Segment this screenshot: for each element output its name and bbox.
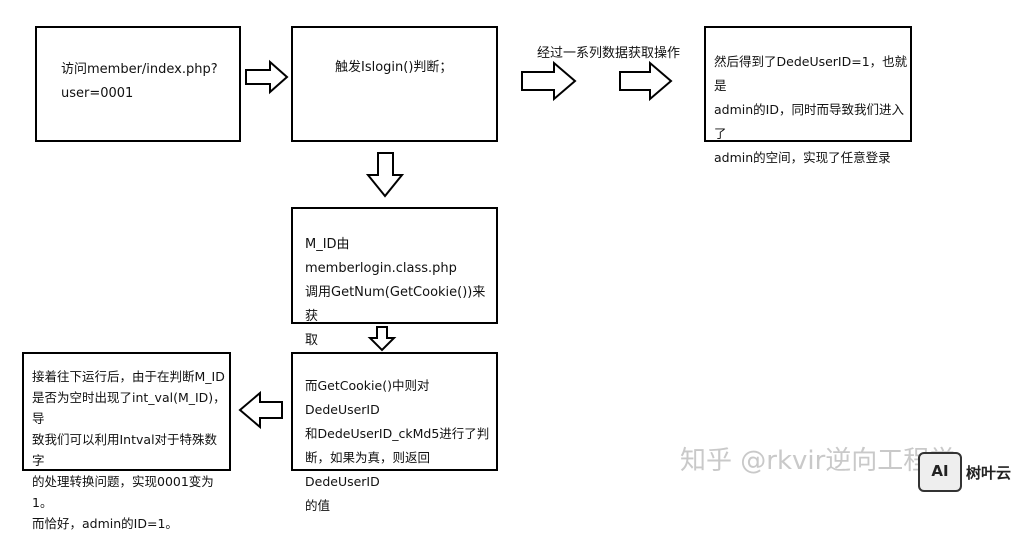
step-trigger-box: 触发Islogin()判断； [291, 26, 498, 142]
arrows-layer [238, 59, 673, 430]
arrow-down-1 [365, 152, 405, 198]
arrow-right-2 [521, 60, 577, 102]
step-getcookie-box: 而GetCookie()中则对DedeUserID 和DedeUserID_ck… [291, 352, 498, 513]
logo-text: 树叶云 [966, 464, 1012, 482]
step-result-box: 然后得到了DedeUserID=1，也就是 admin的ID，同时而导致我们进入… [704, 26, 912, 165]
arrow-right-3 [619, 60, 673, 102]
arrow-left-1 [238, 390, 283, 430]
step-mid-box: M_ID由memberlogin.class.php 调用GetNum(GetC… [291, 207, 498, 348]
step-visit-box: 访问member/index.php? user=0001 [35, 26, 241, 142]
step-trigger-text: 触发Islogin()判断； [335, 60, 453, 75]
edge-label: 经过一系列数据获取操作 [537, 46, 681, 61]
watermark: 知乎 @rkvir逆向工程学 [680, 446, 956, 476]
step-getcookie-text: 而GetCookie()中则对DedeUserID 和DedeUserID_ck… [305, 378, 490, 513]
step-mid-text: M_ID由memberlogin.class.php 调用GetNum(GetC… [305, 237, 486, 348]
logo-mark: AI [918, 452, 962, 492]
step-visit-text: 访问member/index.php? user=0001 [61, 62, 218, 101]
arrow-right-1 [245, 59, 289, 95]
step-result-text: 然后得到了DedeUserID=1，也就是 admin的ID，同时而导致我们进入… [714, 54, 908, 165]
arrow-down-2 [367, 326, 397, 352]
